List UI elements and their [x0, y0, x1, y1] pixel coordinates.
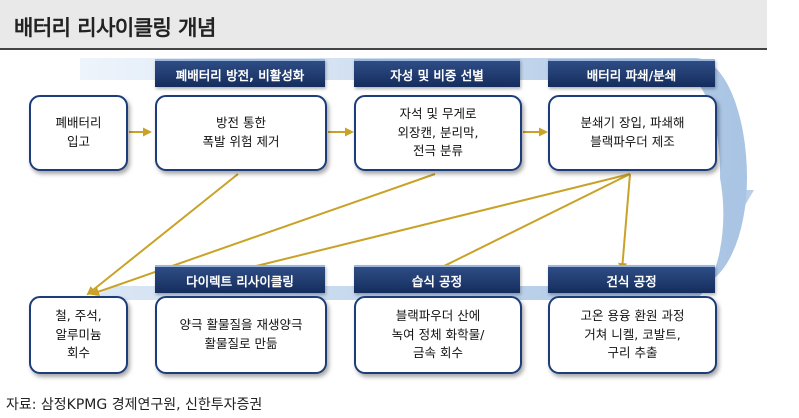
box-direct-recycling: 양극 활물질을 재생양극 활물질로 만듦: [155, 296, 327, 374]
arrow-crushing-to-direct: [230, 173, 631, 275]
label-dry-process: 건식 공정: [548, 265, 715, 293]
arrow-magnetic-to-recovery: [90, 173, 436, 296]
arrow-crushing-to-dry: [618, 173, 631, 272]
page-title: 배터리 리사이클링 개념: [14, 16, 216, 40]
box-battery-input: 폐배터리 입고: [29, 95, 128, 171]
arrow-crushing-to-wet: [430, 173, 631, 273]
label-magnetic-separation: 자성 및 비중 선별: [354, 59, 520, 87]
source-note: 자료: 삼정KPMG 경제연구원, 신한투자증권: [6, 397, 263, 413]
box-metal-recovery: 철, 주석, 알루미늄 회수: [29, 296, 128, 374]
label-crushing: 배터리 파쇄/분쇄: [548, 59, 715, 87]
arrow-discharge-to-recovery: [86, 173, 239, 296]
title-bar: 배터리 리사이클링 개념: [0, 0, 767, 50]
label-direct-recycling: 다이렉트 리사이클링: [155, 265, 325, 293]
box-wet-process: 블랙파우더 산에 녹여 정체 화학물/ 금속 회수: [354, 296, 522, 374]
label-wet-process: 습식 공정: [354, 265, 520, 293]
label-discharge: 폐배터리 방전, 비활성화: [155, 59, 325, 87]
box-crushing: 분쇄기 장입, 파쇄해 블랙파우더 제조: [548, 95, 717, 171]
box-magnetic-separation: 자석 및 무게로 외장캔, 분리막, 전극 분류: [354, 95, 522, 171]
box-discharge: 방전 통한 폭발 위험 제거: [155, 95, 327, 171]
box-dry-process: 고온 용융 환원 과정 거쳐 니켈, 코발트, 구리 추출: [548, 296, 717, 374]
